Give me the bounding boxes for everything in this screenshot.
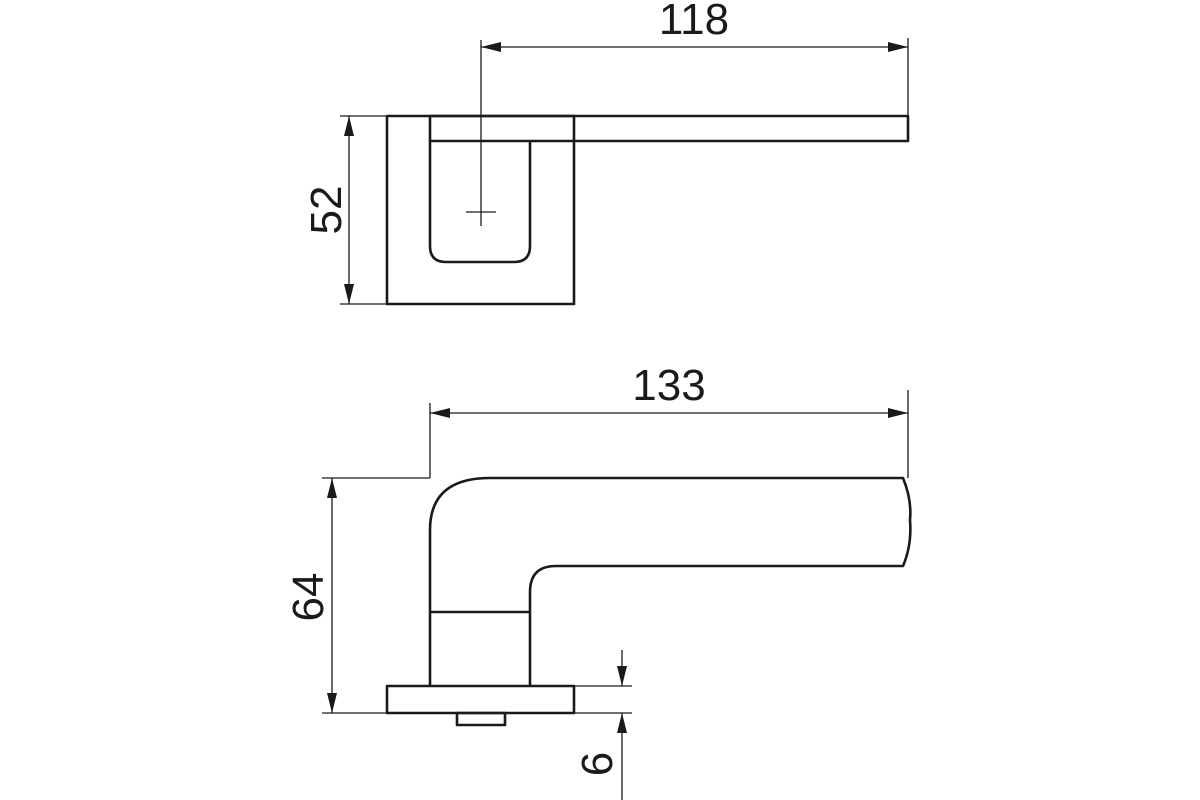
dim-52-label: 52 — [302, 186, 351, 235]
side-lever-profile — [428, 476, 912, 686]
top-lever-bar — [428, 114, 910, 143]
side-spindle-stub — [455, 711, 507, 727]
dim-6-label: 6 — [573, 752, 622, 776]
side-view: 133 64 6 — [284, 361, 912, 800]
dim-133-label: 133 — [632, 361, 705, 410]
top-view: 118 52 — [302, 0, 910, 306]
dim-118-label: 118 — [659, 0, 729, 44]
dim-64-label: 64 — [284, 573, 333, 622]
side-rose-plate — [385, 684, 576, 715]
top-neck-outline — [428, 141, 532, 264]
